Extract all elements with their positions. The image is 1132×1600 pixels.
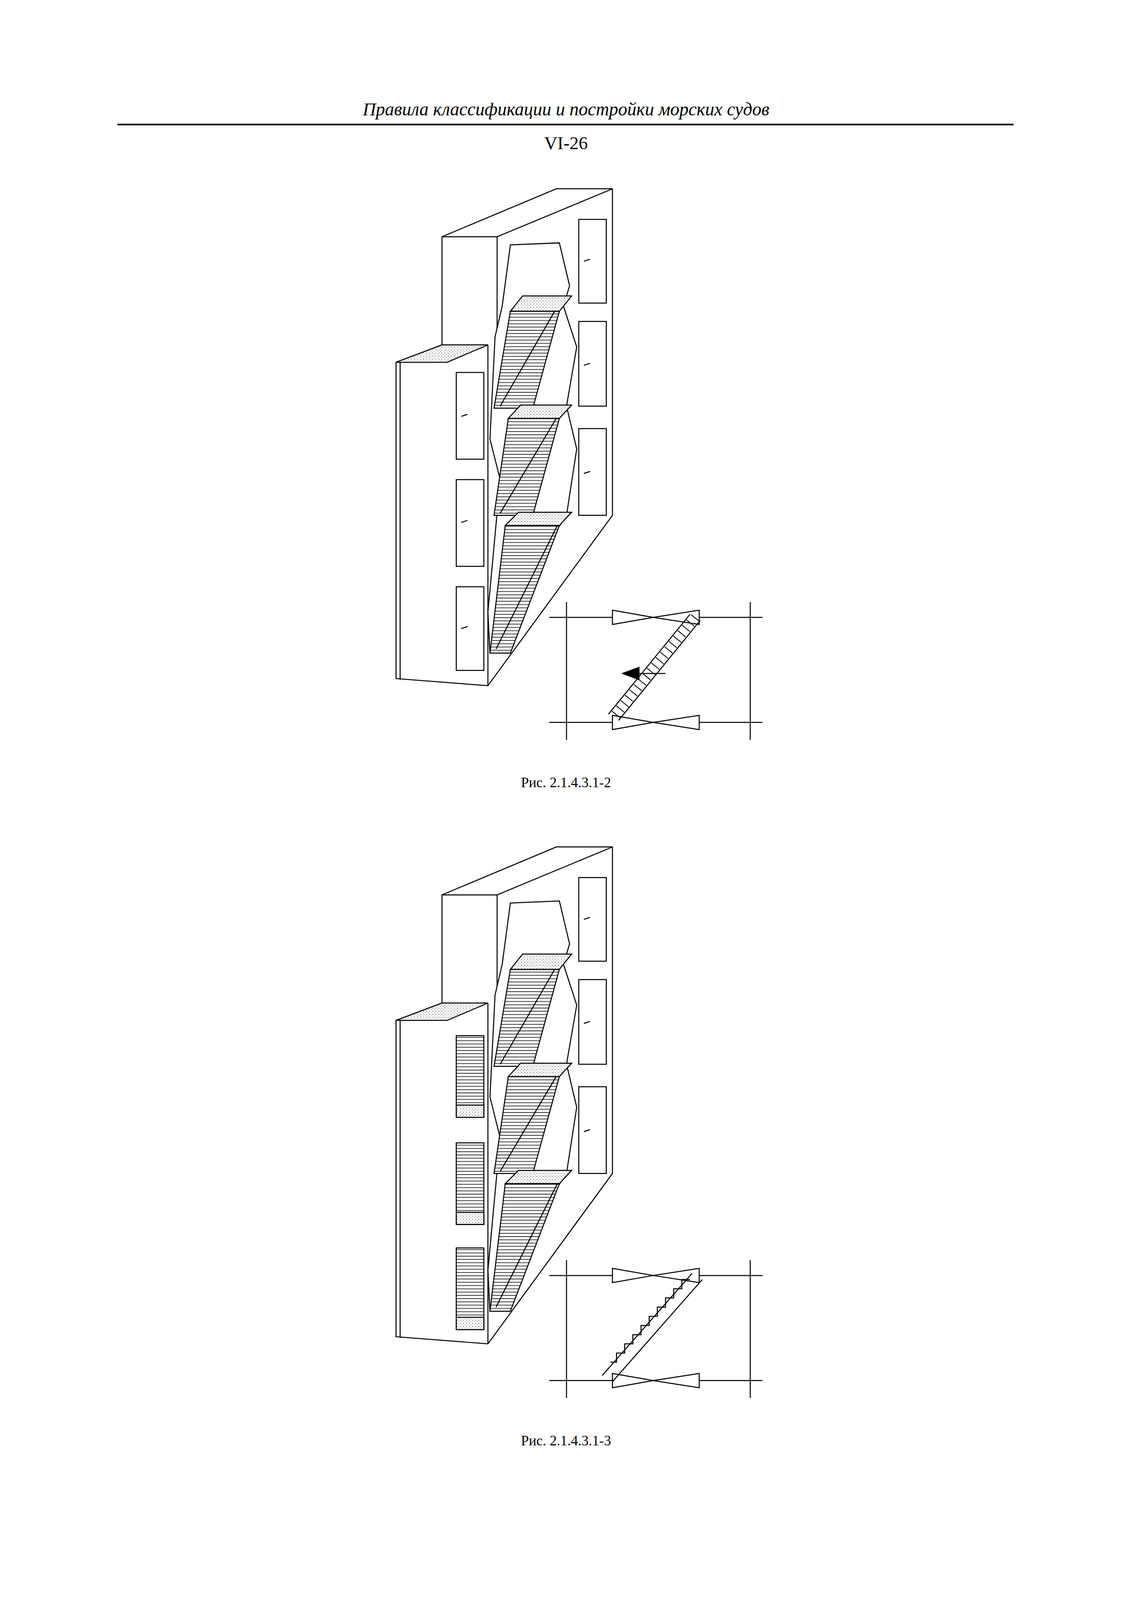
header-rule [117,123,1014,126]
page-number: VI-26 [0,132,1132,154]
stair-figure [396,188,763,741]
figure-caption: Рис. 2.1.4.3.1-3 [0,1433,1132,1450]
running-header: Правила классификации и постройки морски… [0,98,1132,120]
figure-caption: Рис. 2.1.4.3.1-2 [0,774,1132,792]
stair-figure [396,847,763,1399]
